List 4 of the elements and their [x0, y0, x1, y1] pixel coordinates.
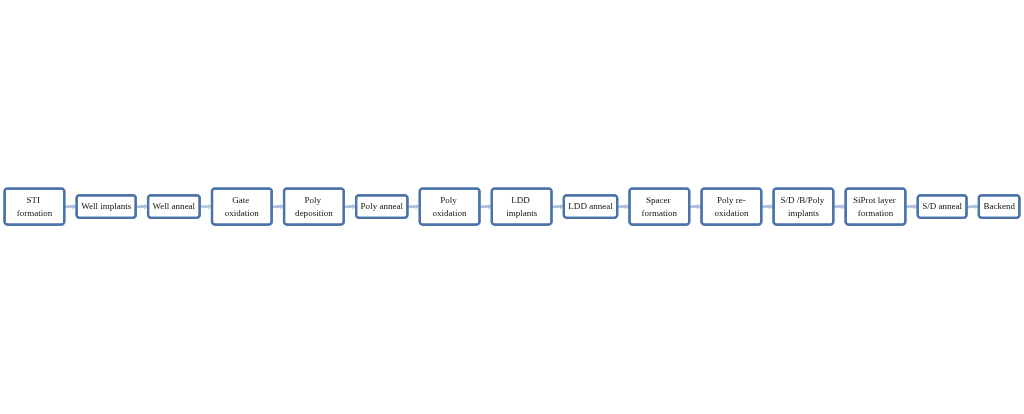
- arrow: [271, 204, 285, 210]
- arrow: [343, 204, 357, 210]
- arrow: [199, 204, 213, 210]
- arrow: [135, 204, 149, 210]
